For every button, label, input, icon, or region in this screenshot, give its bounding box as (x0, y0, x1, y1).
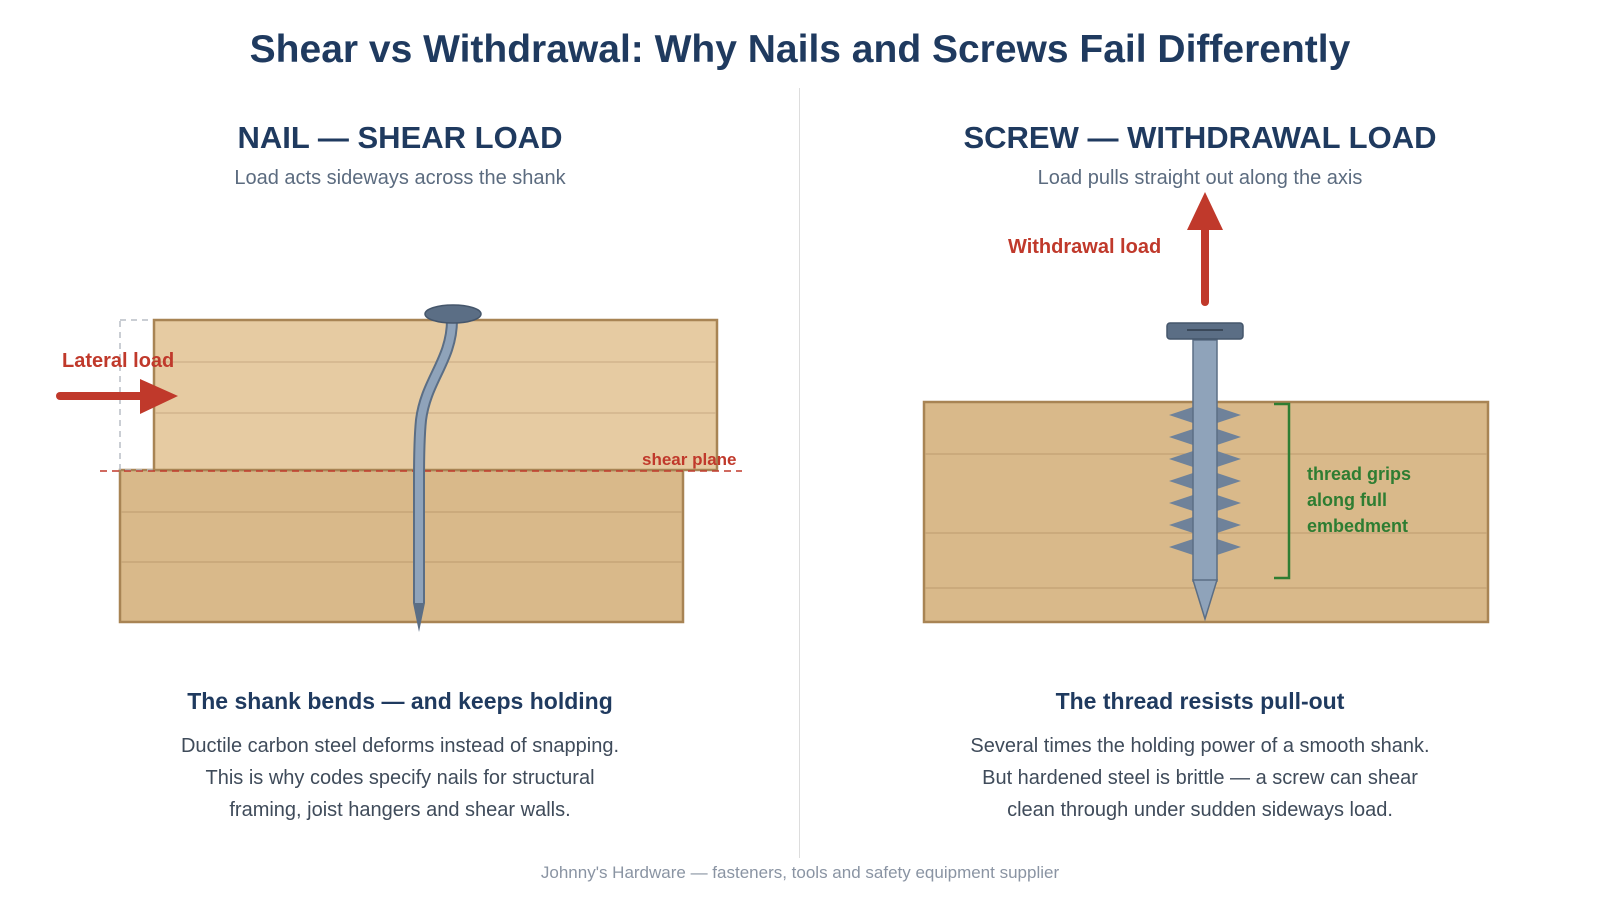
screw-threads (1169, 407, 1241, 555)
nail-caption-line: framing, joist hangers and shear walls. (229, 799, 571, 821)
screw-shank (1192, 339, 1218, 582)
nail-head (424, 304, 482, 324)
shear-plane-label: shear plane (642, 450, 737, 469)
screw-caption-line: clean through under sudden sideways load… (1007, 799, 1393, 821)
lower-board (118, 468, 685, 624)
thread-label-line-1: thread grips (1307, 464, 1411, 484)
panel-divider (799, 88, 800, 858)
lateral-load-label: Lateral load (62, 350, 174, 372)
nail-point (413, 603, 425, 632)
nail-diagram: shear plane Lateral load (56, 304, 742, 632)
thread-bracket (1274, 402, 1291, 580)
withdrawal-load-label: Withdrawal load (1008, 236, 1161, 258)
nail-shank-highlight (415, 319, 456, 603)
nail-caption-body: Ductile carbon steel deforms instead of … (0, 730, 800, 826)
screw-point (1191, 579, 1219, 622)
nail-caption-line: This is why codes specify nails for stru… (205, 767, 595, 789)
footer-credit: Johnny's Hardware — fasteners, tools and… (540, 863, 1060, 882)
screw-panel-heading: SCREW — WITHDRAWAL LOAD (963, 120, 1437, 155)
thread-label-line-3: embedment (1307, 516, 1408, 536)
screw-diagram: Withdrawal load thread grips along full … (922, 192, 1490, 624)
upper-board (152, 318, 719, 472)
screw-caption-line: But hardened steel is brittle — a screw … (982, 767, 1418, 789)
nail-caption-title: The shank bends — and keeps holding (187, 688, 613, 714)
nail-panel-subtitle: Load acts sideways across the shank (234, 167, 566, 189)
page-title: Shear vs Withdrawal: Why Nails and Screw… (249, 28, 1351, 71)
screw-caption-title: The thread resists pull-out (1055, 688, 1345, 714)
thread-label-line-2: along full (1307, 490, 1387, 510)
screw-caption-body: Several times the holding power of a smo… (800, 730, 1600, 826)
nail-caption-line: Ductile carbon steel deforms instead of … (180, 735, 620, 757)
nail-panel-heading: NAIL — SHEAR LOAD (237, 120, 563, 155)
screw-caption-line: Several times the holding power of a smo… (970, 735, 1430, 757)
screw-panel-subtitle: Load pulls straight out along the axis (1037, 167, 1363, 189)
lateral-load-arrow-head (140, 379, 178, 414)
withdrawal-load-arrow-head (1187, 192, 1223, 230)
